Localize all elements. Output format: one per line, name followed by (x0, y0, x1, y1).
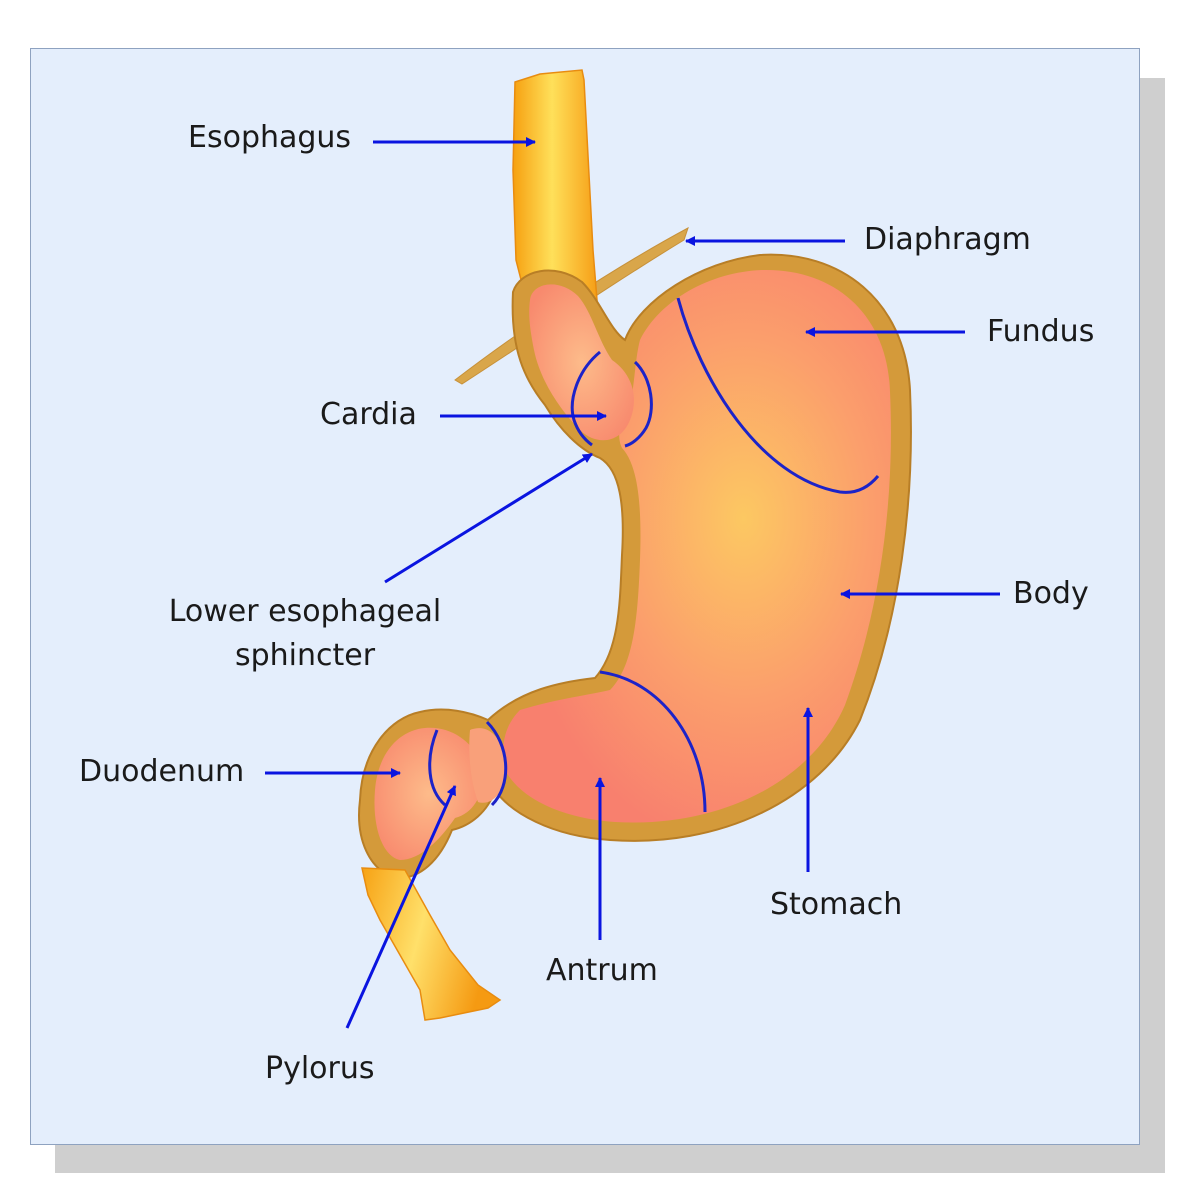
pylorus-boundary-right (485, 720, 508, 807)
label-body: Body (1013, 576, 1089, 611)
region-lines (428, 297, 880, 813)
label-diaphragm: Diaphragm (864, 222, 1031, 257)
cardia-pocket (529, 284, 634, 441)
label-duodenum: Duodenum (79, 754, 245, 789)
label-lower-esophageal-sphincter: Lower esophageal sphincter (160, 590, 450, 678)
label-antrum: Antrum (546, 953, 658, 988)
pointer-arrows (265, 137, 1000, 1029)
duodenal-bulb (374, 727, 483, 860)
pyloric-channel (469, 728, 505, 803)
label-les-line1: Lower esophageal (168, 594, 442, 629)
cardia-boundary-left (570, 350, 601, 447)
cardia-boundary-right (624, 360, 653, 448)
label-stomach: Stomach (770, 887, 903, 922)
label-fundus: Fundus (987, 314, 1095, 349)
pylorus-arrow (345, 785, 457, 1029)
stomach-cavity (503, 269, 891, 823)
label-cardia: Cardia (320, 397, 417, 432)
label-les-line2: sphincter (234, 638, 376, 673)
pylorus-boundary-left (428, 729, 447, 807)
label-esophagus: Esophagus (188, 120, 352, 155)
les-arrow (384, 452, 593, 584)
antrum-boundary (599, 670, 707, 813)
label-pylorus: Pylorus (265, 1051, 375, 1086)
duodenum-tube (361, 867, 502, 1021)
fundus-boundary (676, 297, 880, 494)
